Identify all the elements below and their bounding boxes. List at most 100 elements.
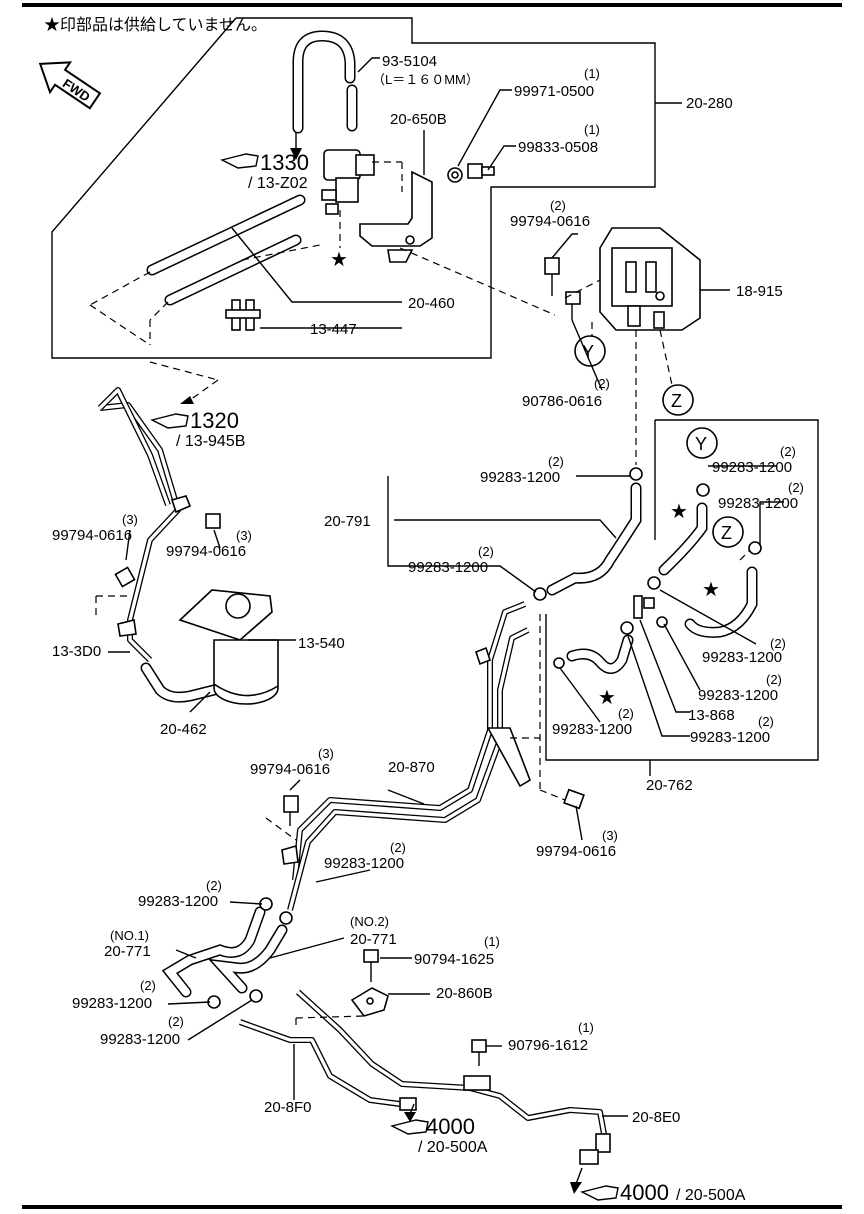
- callout-90796-1612: 90796-1612: [508, 1037, 588, 1054]
- callout-20-280: 20-280: [686, 95, 733, 112]
- svg-text:/ 20-500A: / 20-500A: [676, 1187, 746, 1204]
- pointing-hand-icon: [149, 413, 189, 429]
- svg-text:(2): (2): [548, 454, 564, 469]
- bracket-20-870: [486, 727, 531, 788]
- svg-text:(2): (2): [168, 1014, 184, 1029]
- bolt-99833-0508: [467, 163, 495, 179]
- svg-text:★: ★: [598, 687, 616, 709]
- pointing-hand-icon: [579, 1185, 619, 1201]
- callout-99283-1200-c: 99283-1200: [718, 495, 798, 512]
- callout-99283-1200-d: 99283-1200: [408, 559, 488, 576]
- svg-text:★: ★: [702, 579, 720, 601]
- callout-99971-0500: 99971-0500: [514, 83, 594, 100]
- svg-text:(2): (2): [594, 376, 610, 391]
- svg-text:/ 20-500A: / 20-500A: [418, 1139, 488, 1156]
- callout-99283-1200-l: 99283-1200: [100, 1031, 180, 1048]
- callout-90786-0616: 90786-0616: [522, 393, 602, 410]
- ref-1330: 1330 / 13-Z02: [219, 150, 309, 192]
- callouts: 93-5104 （L＝１６０MM） (1) 99971-0500 20-280 …: [52, 53, 804, 1126]
- callout-13-540: 13-540: [298, 635, 345, 652]
- svg-text:Z: Z: [671, 391, 682, 411]
- callout-99283-1200-e: 99283-1200: [702, 649, 782, 666]
- callout-99794-0616-c: 99794-0616: [166, 543, 246, 560]
- callout-13-868: 13-868: [688, 707, 735, 724]
- svg-text:1320: 1320: [190, 408, 239, 433]
- callout-93-5104: 93-5104: [382, 53, 437, 70]
- ref-4000-b: 4000 / 20-500A: [579, 1180, 746, 1205]
- svg-text:(1): (1): [584, 66, 600, 81]
- callout-99283-1200-i: 99283-1200: [324, 855, 404, 872]
- callout-20-762: 20-762: [646, 777, 693, 794]
- svg-text:(2): (2): [758, 714, 774, 729]
- svg-text:(2): (2): [140, 978, 156, 993]
- callout-20-791: 20-791: [324, 513, 371, 530]
- canister-13-540: [178, 589, 279, 705]
- pipe-20-8f0: [238, 1019, 401, 1107]
- callout-99283-1200-f: 99283-1200: [698, 687, 778, 704]
- hose-box-lower: [566, 634, 634, 674]
- marker-y-lower: Y: [686, 427, 718, 459]
- hose-20-460: [146, 194, 306, 306]
- callout-99794-0616-a: 99794-0616: [510, 213, 590, 230]
- callout-93-5104-length: （L＝１６０MM）: [372, 72, 479, 87]
- callout-18-915: 18-915: [736, 283, 783, 300]
- callout-20-462: 20-462: [160, 721, 207, 738]
- pipe-13-3d0: [97, 387, 181, 663]
- callout-99794-0616-d: 99794-0616: [250, 761, 330, 778]
- bolt-90796-1612: [471, 1039, 487, 1066]
- callout-99283-1200-j: 99283-1200: [138, 893, 218, 910]
- bracket-20-860b: [350, 987, 389, 1017]
- marker-z-lower: Z: [712, 516, 744, 548]
- top-rule: [22, 3, 842, 7]
- marker-z-upper: Z: [662, 384, 694, 416]
- bracket-20-650b: [359, 170, 433, 263]
- hose-box-z: [684, 566, 758, 638]
- callout-20-650b: 20-650B: [390, 111, 447, 128]
- callout-13-3d0: 13-3D0: [52, 643, 101, 660]
- fwd-arrow: FWD: [38, 61, 102, 110]
- hose-93-5104: [292, 30, 358, 134]
- bolt-99794-0616-lower: [563, 788, 585, 810]
- svg-text:(1): (1): [484, 934, 500, 949]
- clip-13-447: [225, 299, 261, 331]
- bolt-99794-0616: [544, 257, 560, 296]
- callout-90794-1625: 90794-1625: [414, 951, 494, 968]
- svg-text:(2): (2): [206, 878, 222, 893]
- svg-text:(3): (3): [236, 528, 252, 543]
- group-outline-20-762: [545, 419, 819, 761]
- bolt-90794-1625: [363, 949, 379, 982]
- callout-99833-0508: 99833-0508: [518, 139, 598, 156]
- callout-20-870: 20-870: [388, 759, 435, 776]
- callout-99283-1200-b: 99283-1200: [712, 459, 792, 476]
- pointing-hand-icon: [389, 1119, 429, 1135]
- svg-text:(2): (2): [390, 840, 406, 855]
- callout-20-8f0: 20-8F0: [264, 1099, 312, 1116]
- star-mark: ★: [330, 249, 348, 271]
- svg-text:(2): (2): [766, 672, 782, 687]
- callout-99283-1200-g: 99283-1200: [552, 721, 632, 738]
- ref-4000-a: 4000 / 20-500A: [389, 1114, 488, 1156]
- bolt-99794-0616-canister: [205, 513, 221, 529]
- callout-99283-1200-a: 99283-1200: [480, 469, 560, 486]
- fitting-13-868: [633, 595, 655, 619]
- pointing-hand-icon: [219, 153, 259, 169]
- bolt-90786-0616: [565, 291, 581, 320]
- svg-text:(2): (2): [780, 444, 796, 459]
- callout-99794-0616-e: 99794-0616: [536, 843, 616, 860]
- callout-20-771-no2: 20-771: [350, 931, 397, 948]
- svg-text:(3): (3): [318, 746, 334, 761]
- hose-20-771-no2: [207, 924, 288, 994]
- callout-20-771-no1: 20-771: [104, 943, 151, 960]
- svg-text:4000: 4000: [426, 1114, 475, 1139]
- hose-20-771-no1: [161, 906, 266, 998]
- pipe-20-870: [287, 601, 530, 911]
- svg-text:(2): (2): [788, 480, 804, 495]
- callout-99794-0616-b: 99794-0616: [52, 527, 132, 544]
- solenoid-valve: [321, 149, 375, 215]
- ref-1320: 1320 / 13-945B: [149, 408, 245, 450]
- bottom-rule: [22, 1205, 842, 1209]
- module-18-915: [599, 227, 701, 331]
- callout-20-460: 20-460: [408, 295, 455, 312]
- svg-text:(1): (1): [584, 122, 600, 137]
